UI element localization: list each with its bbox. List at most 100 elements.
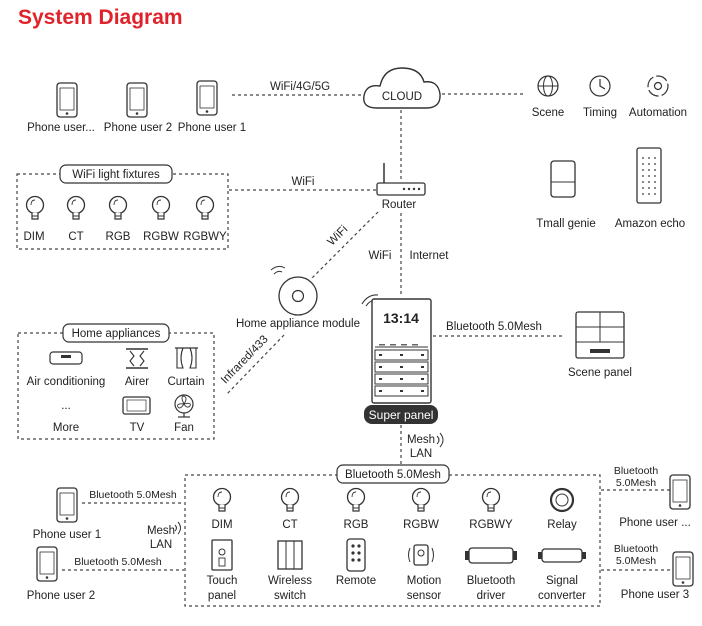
phone-user-label: Phone user 1 <box>178 122 246 134</box>
mesh-device-label: driver <box>477 590 506 602</box>
home-appliances-tag <box>62 323 170 343</box>
infrared-label: Infrared/433 <box>219 333 271 386</box>
mesh-device-label: DIM <box>211 519 232 531</box>
cloud-label: CLOUD <box>382 91 422 103</box>
appliance-label: Curtain <box>167 376 204 388</box>
bulb-icon <box>346 487 366 512</box>
phone-user-label: Phone user ... <box>619 517 691 529</box>
touch-panel-icon <box>211 539 233 571</box>
fixture-label: RGBWY <box>183 231 227 243</box>
user-b-link-label: Bluetooth <box>614 543 659 555</box>
appliance-module-icon <box>270 265 318 316</box>
user2-link-label: Bluetooth 5.0Mesh <box>74 556 162 568</box>
scene-panel-label: Scene panel <box>568 367 632 379</box>
home-appliances-title: Home appliances <box>72 328 161 340</box>
curtain-icon <box>175 347 198 369</box>
mesh-device-label: Relay <box>547 519 577 531</box>
router-label: Router <box>382 199 417 211</box>
fixture-label: RGB <box>106 231 131 243</box>
bulb-icon <box>25 195 45 220</box>
bluetooth-driver-icon <box>465 547 517 564</box>
phone-icon <box>672 551 694 587</box>
phone-user-label: Phone user 3 <box>621 589 689 601</box>
bulb-icon <box>280 487 300 512</box>
tmall-genie-icon <box>550 160 576 198</box>
mesh-device-label: Bluetooth <box>467 575 516 587</box>
appliance-label: TV <box>130 422 145 434</box>
phone-user-label: Phone user 2 <box>104 122 172 134</box>
mesh-device-label: RGBWY <box>469 519 513 531</box>
scene-panel-icon <box>575 311 625 359</box>
bulb-icon <box>481 487 501 512</box>
bulb-icon <box>108 195 128 220</box>
router-module-wifi-label: WiFi <box>326 224 351 249</box>
mesh-device-label: RGB <box>344 519 369 531</box>
phone-user-label: Phone user 1 <box>33 529 101 541</box>
mesh-device-label: panel <box>208 590 236 602</box>
bulb-icon <box>151 195 171 220</box>
airer-icon <box>126 348 148 369</box>
fixture-label: CT <box>68 231 83 243</box>
mesh-device-label: RGBW <box>403 519 439 531</box>
air-conditioner-icon <box>49 351 83 365</box>
mesh-devices-group <box>184 474 601 607</box>
wifi-fixtures-tag <box>59 164 173 184</box>
mesh-device-label: Motion <box>407 575 442 587</box>
speaker-label: Amazon echo <box>615 218 685 230</box>
bulb-icon <box>66 195 86 220</box>
super-panel-icon <box>361 294 432 404</box>
user-a-link-label: Bluetooth <box>614 465 659 477</box>
router-module-link <box>311 211 379 279</box>
tv-icon <box>122 396 151 415</box>
phone-icon <box>126 82 148 118</box>
page-title: System Diagram <box>18 6 183 29</box>
phone-icon <box>36 546 58 582</box>
module-appliances-link <box>225 334 285 396</box>
signal-converter-icon <box>538 548 586 563</box>
left-lan-label: LAN <box>150 539 172 551</box>
mesh-devices-tag <box>336 464 450 484</box>
mesh-devices-title: Bluetooth 5.0Mesh <box>345 469 441 481</box>
wifi-4g-5g-label: WiFi/4G/5G <box>270 81 330 93</box>
bulb-icon <box>411 487 431 512</box>
panel-lan-label: LAN <box>410 448 432 460</box>
router-internet-label: Internet <box>410 250 450 262</box>
wifi-fixtures-title: WiFi light fixtures <box>72 169 160 181</box>
super-panel-label: Super panel <box>369 408 434 422</box>
super-panel-tag <box>364 405 438 424</box>
mesh-device-label: Wireless <box>268 575 312 587</box>
phone-icon <box>669 474 691 510</box>
appliance-label: Fan <box>174 422 194 434</box>
mesh-device-label: Remote <box>336 575 376 587</box>
globe-icon <box>537 75 559 97</box>
mesh-device-label: switch <box>274 590 306 602</box>
feature-label: Scene <box>532 107 565 119</box>
appliance-label: More <box>53 422 79 434</box>
router-wifi-label: WiFi <box>369 250 392 262</box>
user1-link-label: Bluetooth 5.0Mesh <box>89 489 177 501</box>
fixture-label: DIM <box>23 231 44 243</box>
amazon-echo-icon <box>636 147 662 204</box>
phone-user-label: Phone user 2 <box>27 590 95 602</box>
panel-mesh-label: Mesh <box>407 434 435 446</box>
phone-user-label: Phone user... <box>27 122 95 134</box>
phone-icon <box>56 82 78 118</box>
bulb-icon <box>195 195 215 220</box>
left-mesh-label: Mesh <box>147 525 175 537</box>
motion-sensor-icon <box>408 544 434 566</box>
panel-scene-link-label: Bluetooth 5.0Mesh <box>446 321 542 333</box>
phone-icon <box>196 80 218 116</box>
wifi-fixtures-group <box>16 173 229 250</box>
wireless-switch-icon <box>277 540 303 570</box>
remote-icon <box>346 538 366 572</box>
phone-icon <box>56 487 78 523</box>
mesh-device-label: CT <box>282 519 297 531</box>
mesh-device-label: converter <box>538 590 586 602</box>
mesh-device-label: Touch <box>207 575 238 587</box>
feature-label: Timing <box>583 107 617 119</box>
automation-icon <box>647 75 669 97</box>
clock-icon <box>589 75 611 97</box>
cloud-icon <box>363 67 441 109</box>
feature-label: Automation <box>629 107 687 119</box>
